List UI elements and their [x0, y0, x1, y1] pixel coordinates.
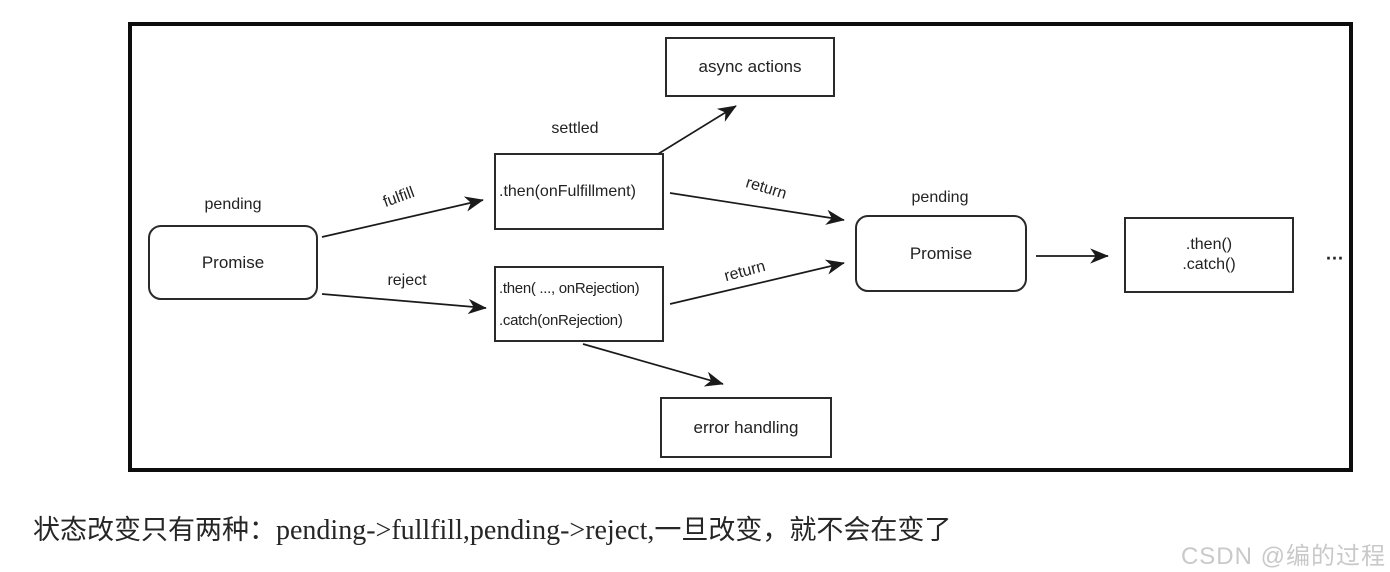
- pending-label-2: pending: [911, 189, 969, 206]
- promise-node-2: Promise: [855, 215, 1027, 292]
- error-handling-node: error handling: [660, 397, 832, 458]
- then-onfulfillment-node: .then(onFulfillment): [494, 153, 664, 230]
- settled-label: settled: [551, 120, 599, 137]
- reject-edge-label: reject: [387, 272, 427, 289]
- then-catch-line1: .then(): [1185, 236, 1233, 253]
- caption-zh-suffix: 一旦改变，就不会在变了: [654, 515, 952, 545]
- caption-latin: pending->fullfill,pending->reject,: [276, 515, 655, 546]
- pending-label-1: pending: [204, 196, 262, 213]
- then-onfulfillment-label: .then(onFulfillment): [499, 182, 636, 200]
- then-onrejection-node: .then( ..., onRejection) .catch(onReject…: [494, 266, 664, 342]
- then-catch-line2: .catch(): [1182, 256, 1236, 273]
- async-actions-label: async actions: [698, 57, 802, 76]
- ellipsis-label: ...: [1325, 243, 1345, 264]
- csdn-watermark: CSDN @编的过程: [1180, 543, 1386, 570]
- promise-node-1-label: Promise: [201, 252, 265, 272]
- async-actions-node: async actions: [665, 37, 835, 97]
- then-catch-node: .then() .catch(): [1124, 217, 1294, 293]
- promise-node-2-label: Promise: [909, 243, 973, 263]
- caption-zh-prefix: 状态改变只有两种：: [33, 515, 276, 545]
- then-onrejection-line1: .then( ..., onRejection): [499, 279, 640, 297]
- then-onrejection-line2: .catch(onRejection): [499, 311, 623, 329]
- promise-node-1: Promise: [148, 225, 318, 300]
- error-handling-label: error handling: [693, 417, 799, 437]
- caption: 状态改变只有两种：pending->fullfill,pending->reje…: [33, 508, 951, 547]
